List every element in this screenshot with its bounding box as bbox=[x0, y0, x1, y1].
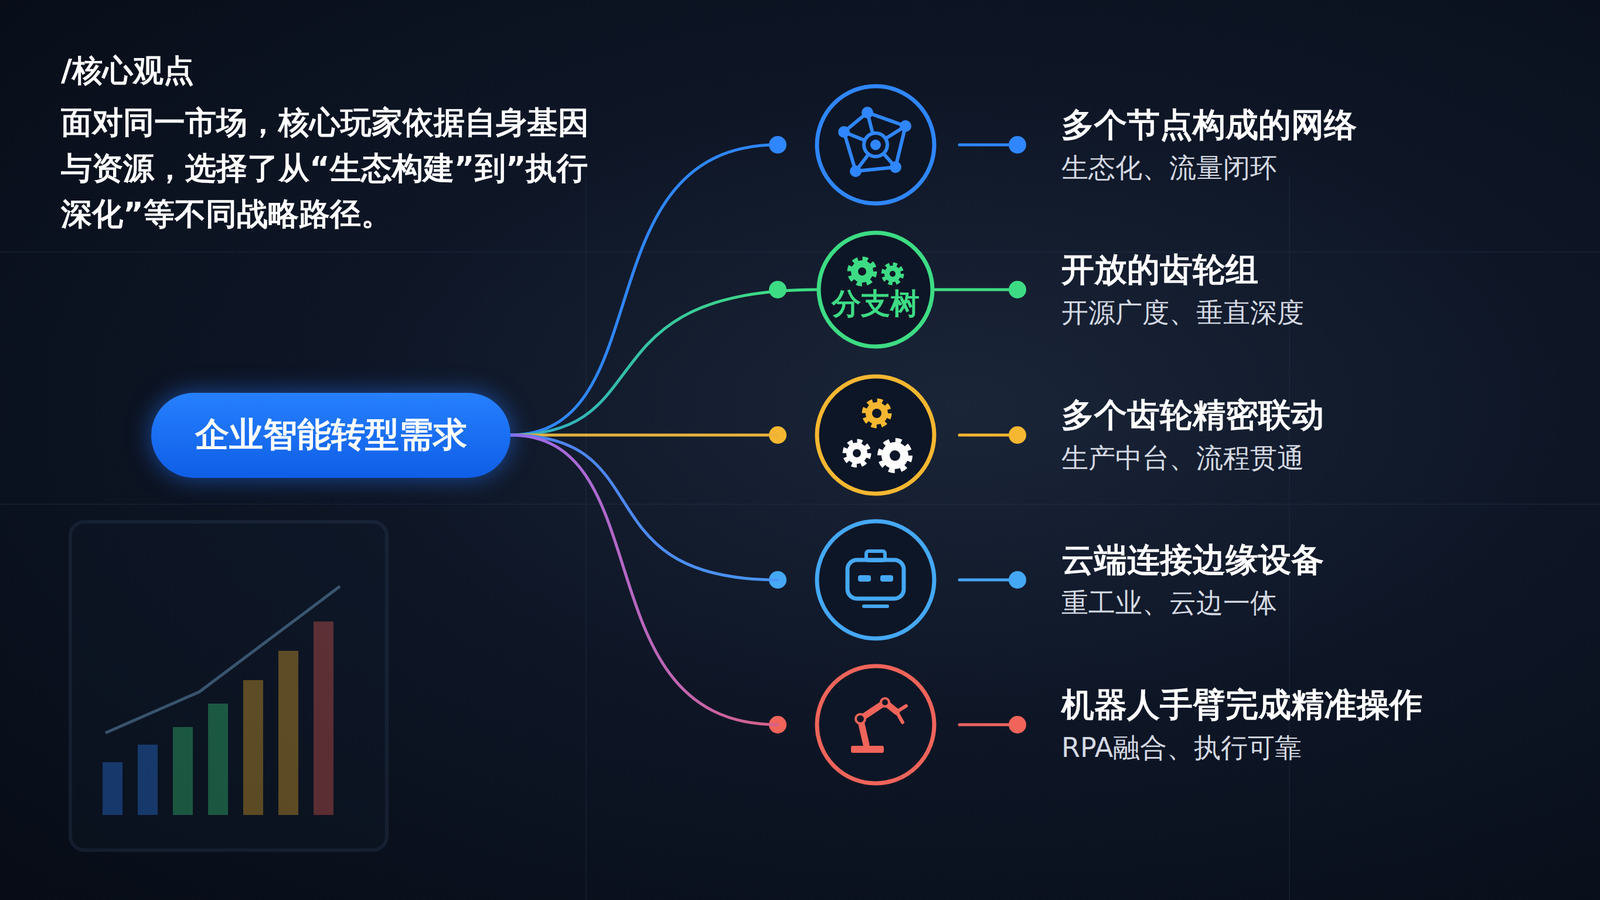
robot-arm-icon bbox=[816, 665, 935, 784]
path-keywords: RPA融合、执行可靠 bbox=[1061, 730, 1423, 765]
core-statement: 面对同一市场，核心玩家依据自身基因与资源，选择了从“生态构建”到”执行深化”等不… bbox=[60, 99, 601, 237]
faint-grid bbox=[0, 175, 1600, 900]
path-description: 开放的齿轮组开源广度、垂直深度 bbox=[1023, 249, 1305, 330]
icon-circle: 分支树 bbox=[816, 230, 935, 349]
path-keywords: 开源广度、垂直深度 bbox=[1061, 295, 1305, 330]
path-keywords: 重工业、云边一体 bbox=[1061, 586, 1324, 621]
path-heading: 多个齿轮精密联动 bbox=[1061, 394, 1324, 436]
demand-pill: 企业智能转型需求 bbox=[151, 392, 511, 478]
pill-label: 企业智能转型需求 bbox=[195, 412, 468, 458]
faint-chart-monitor bbox=[70, 521, 387, 850]
branch-connector bbox=[510, 289, 817, 435]
branch-connector bbox=[934, 288, 1024, 292]
path-description: 云端连接边缘设备重工业、云边一体 bbox=[1023, 539, 1324, 621]
path-description: 多个齿轮精密联动生产中台、流程贯通 bbox=[1023, 394, 1324, 476]
path-keywords: 生产中台、流程贯通 bbox=[1061, 441, 1324, 476]
path-description: 多个节点构成的网络生态化、流量闭环 bbox=[1023, 104, 1357, 186]
path-heading: 开放的齿轮组 bbox=[1061, 249, 1305, 291]
slide-title: /核心观点 bbox=[60, 50, 194, 92]
branch-connector bbox=[510, 144, 1024, 435]
branch-connector bbox=[510, 434, 1024, 725]
gears-icon bbox=[816, 376, 935, 494]
path-heading: 多个节点构成的网络 bbox=[1061, 104, 1357, 146]
path-heading: 机器人手臂完成精准操作 bbox=[1061, 683, 1423, 725]
device-icon bbox=[816, 521, 935, 639]
path-keywords: 生态化、流量闭环 bbox=[1061, 151, 1357, 186]
path-heading: 云端连接边缘设备 bbox=[1061, 539, 1324, 581]
icon-label: 分支树 bbox=[831, 287, 920, 320]
network-icon bbox=[816, 86, 935, 204]
branch-connector bbox=[510, 434, 1024, 580]
branch-connector bbox=[510, 433, 1024, 437]
path-description: 机器人手臂完成精准操作 RPA融合、执行可靠 bbox=[1023, 683, 1423, 765]
